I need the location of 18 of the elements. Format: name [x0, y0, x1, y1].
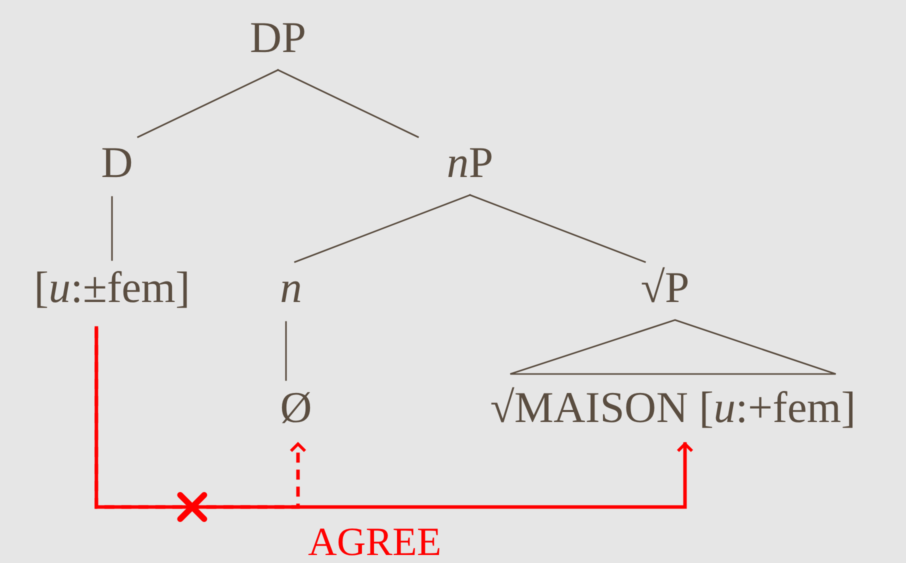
tree-branch — [137, 69, 279, 138]
tree-branch — [277, 69, 419, 138]
tree-branch — [111, 196, 113, 261]
tree-node-label: √P — [640, 263, 690, 312]
tree-node-label: D — [101, 138, 133, 187]
tree-triangle — [509, 319, 837, 375]
tree-node-label: n — [280, 263, 302, 312]
agree-arrow — [94, 326, 694, 509]
tree-branch — [285, 321, 287, 381]
agree-label: AGREE — [308, 522, 442, 562]
tree-node-label: √MAISON [u:+fem] — [490, 383, 856, 432]
tree-branch — [469, 194, 646, 263]
agree-arrow — [94, 328, 306, 509]
tree-node-label: [u:±fem] — [34, 263, 190, 312]
tree-branch — [294, 194, 471, 263]
tree-node-label: Ø — [280, 383, 312, 432]
tree-node-label: nP — [446, 138, 494, 187]
tree-node-label: DP — [250, 13, 306, 62]
